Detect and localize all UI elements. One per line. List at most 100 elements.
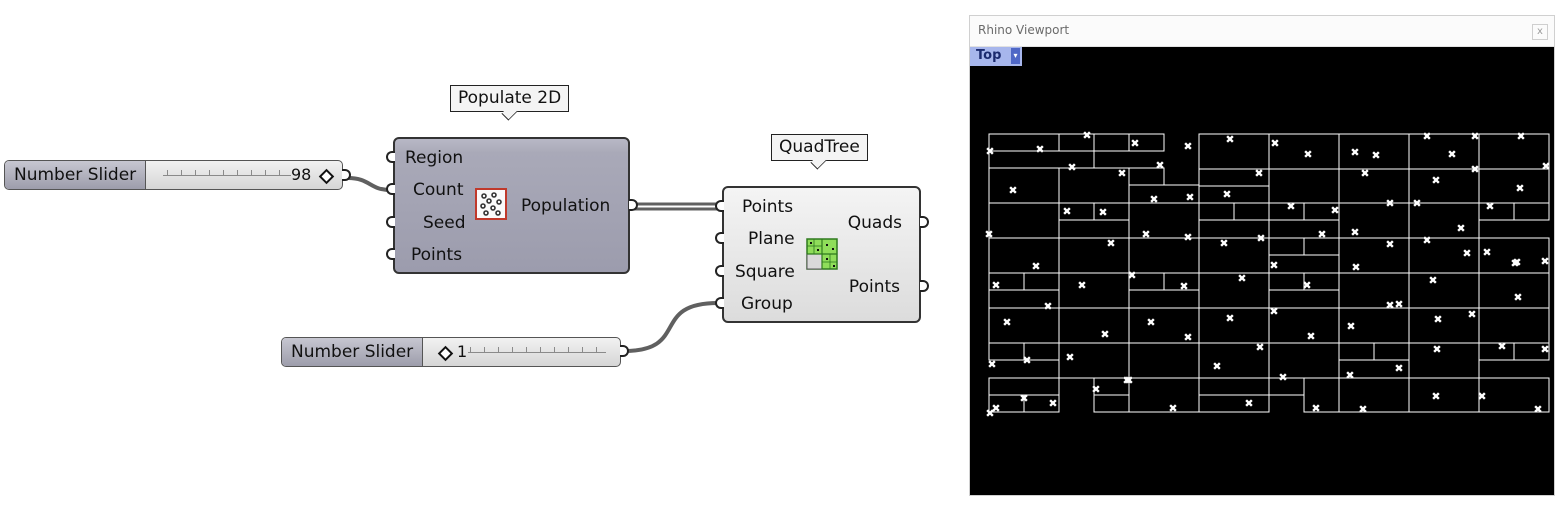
point-marker: ✖	[1360, 167, 1369, 180]
point-marker: ✖	[1470, 163, 1479, 176]
output-population[interactable]: Population	[521, 196, 611, 216]
quadtree-input-grip-plane[interactable]	[715, 232, 724, 244]
point-marker: ✖	[1244, 397, 1253, 410]
slider-knob[interactable]	[318, 168, 335, 185]
populate-input-grip-seed[interactable]	[386, 216, 395, 228]
rhino-viewport-window[interactable]: Rhino Viewport x Top ▾ ✖ ✖ ✖ ✖ ✖ ✖ ✖ ✖ ✖ ✖ ✖ ✖ ✖ ✖ ✖ ✖ ✖…	[969, 15, 1555, 496]
viewport-titlebar[interactable]: Rhino Viewport x	[970, 16, 1554, 47]
point-marker: ✖	[1002, 316, 1011, 329]
point-marker: ✖	[1019, 392, 1028, 405]
point-marker: ✖	[1183, 140, 1192, 153]
quadtree-cell	[1268, 219, 1340, 239]
point-marker: ✖	[1117, 167, 1126, 180]
quadtree-output-grip-quads[interactable]	[920, 216, 929, 228]
populate-output-grip[interactable]	[629, 199, 638, 211]
quadtree-input-grip-group[interactable]	[715, 297, 724, 309]
point-marker: ✖	[1225, 312, 1234, 325]
quadtree-cell	[1093, 133, 1130, 152]
input-region[interactable]: Region	[405, 148, 464, 168]
populate-input-grip-count[interactable]	[386, 183, 395, 195]
quadtree-cell	[1478, 168, 1550, 204]
point-marker: ✖	[1516, 130, 1525, 143]
slider-track[interactable]	[468, 352, 606, 353]
slider-knob[interactable]	[437, 345, 454, 362]
point-marker: ✖	[1127, 269, 1136, 282]
quadtree-cell	[1093, 394, 1130, 413]
quadtree-cell	[1513, 202, 1550, 221]
quadtree-cell	[1268, 237, 1305, 256]
quadtree-cell	[1128, 377, 1200, 413]
point-marker: ✖	[1155, 159, 1164, 172]
quadtree-cell	[1338, 168, 1410, 204]
input-count[interactable]: Count	[413, 180, 464, 200]
quadtree-cell	[1338, 237, 1410, 274]
point-marker: ✖	[1185, 191, 1194, 204]
populate-2d-tooltip: Populate 2D	[450, 85, 570, 112]
close-button[interactable]: x	[1532, 24, 1548, 40]
point-marker: ✖	[1422, 130, 1431, 143]
slider-label: Number Slider	[282, 338, 424, 366]
input-square[interactable]: Square	[735, 262, 795, 282]
output-points[interactable]: Points	[848, 277, 900, 297]
viewport-tab-top[interactable]: Top ▾	[970, 47, 1022, 66]
quadtree-input-grip-points[interactable]	[715, 200, 724, 212]
input-plane[interactable]: Plane	[748, 229, 795, 249]
point-marker: ✖	[1065, 351, 1074, 364]
point-marker: ✖	[1225, 133, 1234, 146]
point-marker: ✖	[1433, 313, 1442, 326]
point-marker: ✖	[1477, 390, 1486, 403]
point-marker: ✖	[1062, 205, 1071, 218]
point-marker: ✖	[1541, 160, 1550, 173]
point-marker: ✖	[1485, 200, 1494, 213]
point-marker: ✖	[1179, 280, 1188, 293]
point-marker: ✖	[1330, 204, 1339, 217]
point-marker: ✖	[1345, 369, 1354, 382]
slider-track[interactable]	[163, 175, 291, 176]
quadtree-cell	[1478, 307, 1550, 344]
point-marker: ✖	[1470, 130, 1479, 143]
number-slider-count[interactable]: Number Slider 98	[4, 160, 343, 190]
input-group[interactable]: Group	[741, 294, 793, 314]
quadtree-cell	[1373, 342, 1410, 361]
point-marker: ✖	[1462, 247, 1471, 260]
quadtree-cell	[988, 237, 1060, 274]
point-marker: ✖	[1168, 402, 1177, 415]
quadtree-cell	[1198, 394, 1270, 413]
populate-input-grip-points[interactable]	[386, 248, 395, 260]
populate-2d-icon	[475, 188, 507, 220]
output-quads[interactable]: Quads	[847, 213, 902, 233]
point-marker: ✖	[985, 145, 994, 158]
chevron-down-icon[interactable]: ▾	[1011, 48, 1020, 64]
point-marker: ✖	[984, 228, 993, 241]
point-marker: ✖	[1540, 343, 1549, 356]
populate-input-grip-region[interactable]	[386, 151, 395, 163]
slider-group-output-grip[interactable]	[620, 345, 629, 357]
point-marker: ✖	[1008, 184, 1017, 197]
quadtree-component[interactable]: Points Plane Square Group Quads Points	[722, 186, 921, 323]
quadtree-cell	[1408, 133, 1480, 170]
number-slider-group[interactable]: Number Slider 1	[281, 337, 621, 367]
point-marker: ✖	[1350, 226, 1359, 239]
quadtree-cell	[1303, 377, 1340, 413]
point-marker: ✖	[1082, 129, 1091, 142]
point-marker: ✖	[1124, 374, 1133, 387]
point-marker: ✖	[1222, 188, 1231, 201]
slider-count-output-grip[interactable]	[342, 169, 351, 181]
point-marker: ✖	[1031, 260, 1040, 273]
input-points[interactable]: Points	[742, 197, 794, 217]
slider-ticks	[470, 347, 604, 353]
point-marker: ✖	[1540, 255, 1549, 268]
quadtree-cell	[1128, 133, 1165, 152]
point-marker: ✖	[1022, 354, 1031, 367]
point-marker: ✖	[1122, 374, 1131, 387]
quadtree-input-grip-square[interactable]	[715, 265, 724, 277]
quadtree-tooltip: QuadTree	[771, 134, 868, 161]
quadtree-cell	[1198, 272, 1270, 309]
quadtree-cell	[1478, 377, 1550, 413]
input-seed[interactable]: Seed	[423, 213, 466, 233]
input-points[interactable]: Points	[411, 245, 463, 265]
quadtree-cell	[1058, 237, 1130, 274]
point-marker: ✖	[1043, 300, 1052, 313]
populate-2d-component[interactable]: Region Count Seed Points Population	[393, 137, 630, 274]
quadtree-output-grip-points[interactable]	[920, 280, 929, 292]
